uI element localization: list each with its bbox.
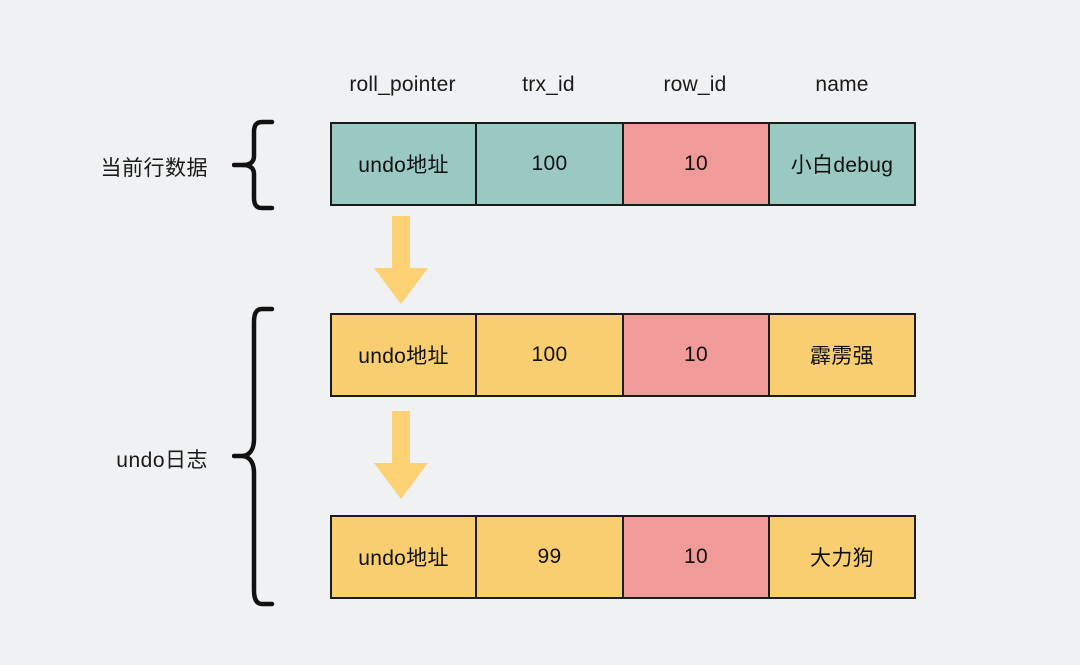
cell-roll-pointer: undo地址 [332, 517, 477, 597]
cell-trx-id: 100 [477, 315, 624, 395]
brace-current-row-icon [231, 118, 276, 212]
cell-row-id: 10 [624, 315, 770, 395]
table-row: undo地址 99 10 大力狗 [330, 515, 916, 599]
column-header-row-id: row_id [663, 73, 727, 96]
cell-row-id: 10 [624, 517, 770, 597]
arrow-row2-to-row3 [370, 411, 432, 501]
cell-name: 霹雳强 [770, 315, 914, 395]
brace-undo-log-icon [231, 305, 276, 610]
table-row: undo地址 100 10 小白debug [330, 122, 916, 206]
arrow-row1-to-row2 [370, 216, 432, 306]
cell-name: 小白debug [770, 124, 914, 204]
column-header-roll-pointer: roll_pointer [349, 73, 456, 96]
table-row: undo地址 100 10 霹雳强 [330, 313, 916, 397]
cell-trx-id: 99 [477, 517, 624, 597]
cell-name: 大力狗 [770, 517, 914, 597]
column-header-trx-id: trx_id [522, 73, 575, 96]
cell-roll-pointer: undo地址 [332, 315, 477, 395]
group-label-current-row: 当前行数据 [100, 157, 208, 180]
column-header-name: name [815, 73, 869, 96]
cell-row-id: 10 [624, 124, 770, 204]
group-label-undo-log: undo日志 [116, 449, 208, 472]
cell-trx-id: 100 [477, 124, 624, 204]
cell-roll-pointer: undo地址 [332, 124, 477, 204]
